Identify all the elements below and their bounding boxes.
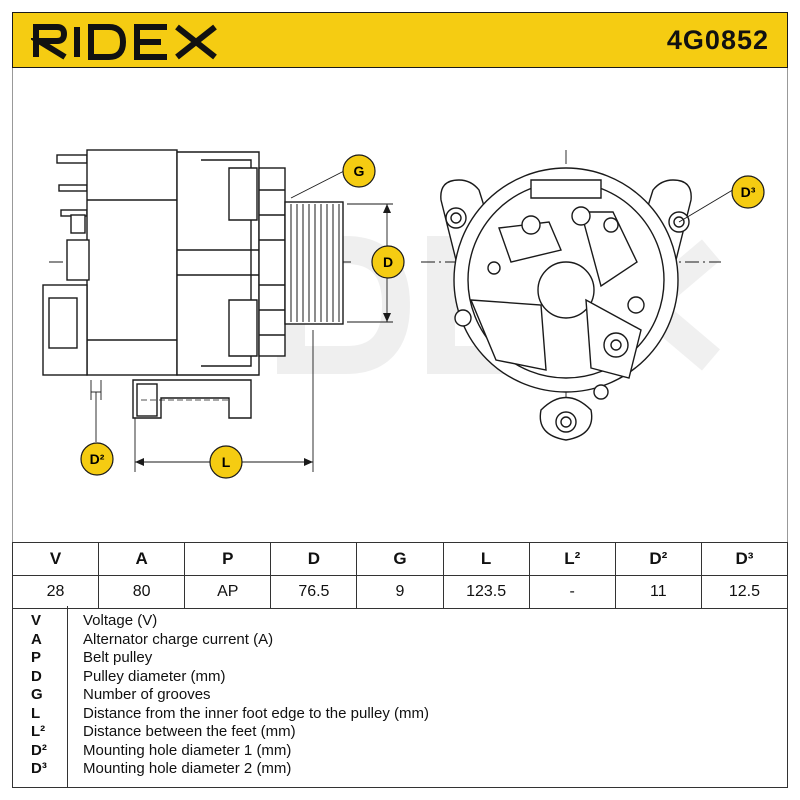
svg-text:D²: D² [90, 451, 105, 467]
spec-header-d3: D³ [700, 542, 789, 576]
spec-value-a: 80 [98, 575, 186, 609]
legend-key: G [31, 686, 43, 703]
svg-text:L: L [222, 454, 231, 470]
legend-key: D² [31, 741, 47, 759]
legend: V Voltage (V) A Alternator charge curren… [12, 606, 788, 788]
legend-key: P [31, 649, 42, 666]
spec-value-g: 9 [356, 575, 444, 609]
legend-item: L² Distance between the feet (mm) [13, 723, 787, 742]
legend-item: D² Mounting hole diameter 1 (mm) [13, 742, 787, 761]
legend-key: L [31, 704, 41, 722]
ridex-logo [31, 24, 217, 60]
spec-value-l2: - [528, 575, 616, 609]
spec-value-row: 28 80 AP 76.5 9 123.5 - 11 12.5 [11, 575, 789, 609]
legend-desc: Mounting hole diameter 1 (mm) [83, 741, 292, 759]
spec-header-l2: L² [528, 542, 616, 576]
legend-desc: Alternator charge current (A) [83, 630, 274, 648]
spec-value-l: 123.5 [442, 575, 530, 609]
legend-desc: Pulley diameter (mm) [83, 667, 226, 685]
alternator-drawing-svg: G D D³ D² L [42, 149, 765, 479]
legend-key: L² [31, 723, 46, 740]
legend-desc: Belt pulley [83, 649, 153, 666]
legend-desc: Distance from the inner foot edge to the… [83, 704, 429, 722]
spec-value-d: 76.5 [270, 575, 358, 609]
spec-header-row: V A P D G L L² D² D³ [11, 542, 789, 576]
callout-d2: D² [80, 442, 114, 476]
legend-key: A [31, 630, 42, 648]
legend-item: P Belt pulley [13, 649, 787, 668]
legend-item: V Voltage (V) [13, 612, 787, 631]
legend-item: D Pulley diameter (mm) [13, 668, 787, 687]
alternator-front-view [421, 150, 737, 441]
spec-header-l: L [442, 542, 530, 576]
spec-header-d: D [270, 542, 358, 576]
spec-header-g: G [356, 542, 444, 576]
alternator-side-view [42, 149, 393, 472]
legend-desc: Voltage (V) [83, 612, 158, 629]
callout-d3: D³ [731, 175, 765, 209]
legend-divider [67, 606, 68, 787]
spec-value-d3: 12.5 [700, 575, 789, 609]
svg-text:D³: D³ [741, 184, 756, 200]
spec-value-v: 28 [11, 575, 100, 609]
spec-header-v: V [11, 542, 100, 576]
callout-l: L [209, 445, 243, 479]
legend-key: D [31, 667, 42, 685]
legend-key: V [31, 612, 42, 629]
legend-desc: Distance between the feet (mm) [83, 723, 296, 740]
legend-item: L Distance from the inner foot edge to t… [13, 705, 787, 724]
svg-text:G: G [354, 163, 365, 179]
spec-value-p: AP [184, 575, 272, 609]
legend-desc: Mounting hole diameter 2 (mm) [83, 760, 292, 777]
legend-key: D³ [31, 760, 47, 777]
svg-text:D: D [383, 254, 393, 270]
callout-g: G [342, 154, 376, 188]
spec-value-d2: 11 [614, 575, 702, 609]
spec-header-d2: D² [614, 542, 702, 576]
callout-d: D [371, 245, 405, 279]
technical-drawing: G D D³ D² L [12, 68, 788, 543]
legend-item: D³ Mounting hole diameter 2 (mm) [13, 760, 787, 779]
spec-header-a: A [98, 542, 186, 576]
spec-table: V A P D G L L² D² D³ 28 80 AP 76.5 9 123… [11, 542, 789, 609]
legend-desc: Number of grooves [83, 686, 211, 703]
spec-header-p: P [184, 542, 272, 576]
header-bar: 4G0852 [12, 12, 788, 68]
legend-item: A Alternator charge current (A) [13, 631, 787, 650]
legend-item: G Number of grooves [13, 686, 787, 705]
part-number: 4G0852 [666, 25, 769, 55]
